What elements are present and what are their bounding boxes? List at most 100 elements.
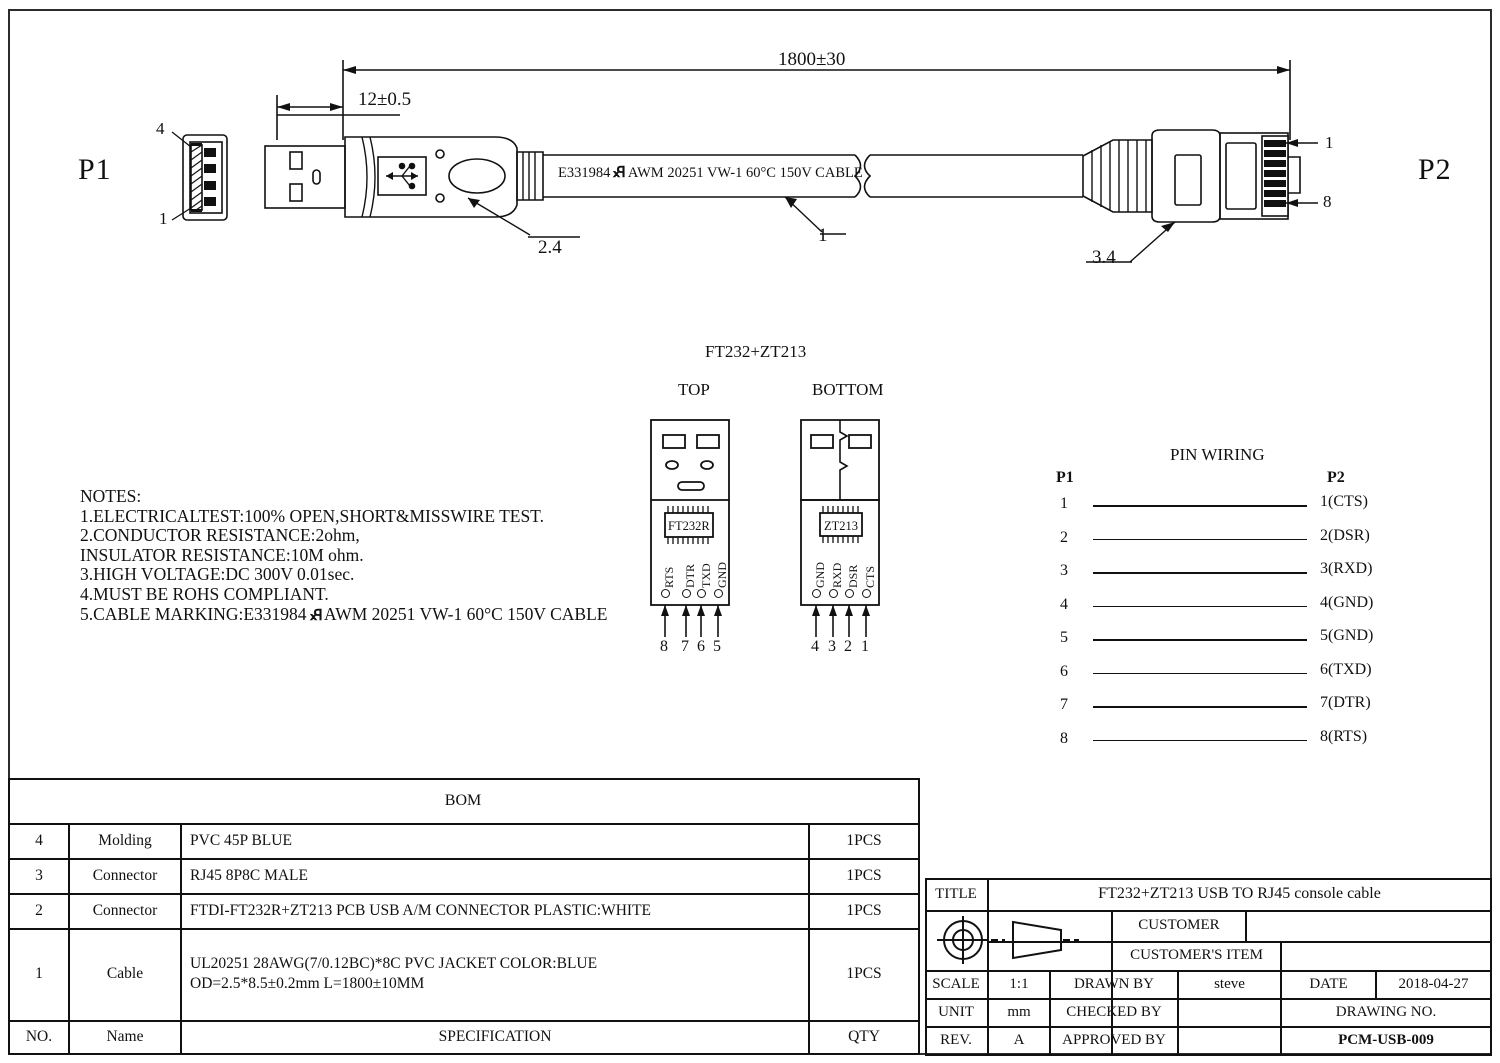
bottom-pin-name-gnd: GND	[813, 562, 827, 588]
pin-wiring-p1-pin: 7	[1060, 696, 1068, 713]
pin-wiring-p2-pin: 8(RTS)	[1320, 727, 1368, 745]
note-item-3: 3.HIGH VOLTAGE:DC 300V 0.01sec.	[80, 564, 355, 585]
drawing-no-value: PCM-USB-009	[1338, 1031, 1434, 1048]
pin-wiring-connection-line	[1093, 605, 1307, 608]
bom-footer-no: NO.	[25, 1027, 53, 1045]
bom-row-qty: 1PCS	[846, 866, 882, 884]
bom-row-qty: 1PCS	[846, 831, 882, 849]
drawn-by-value: steve	[1214, 975, 1245, 992]
bom-row-no: 2	[35, 901, 43, 919]
top-pad-6	[697, 589, 706, 598]
pin-wiring-p1-pin: 1	[1060, 495, 1068, 512]
bottom-pin-name-cts: CTS	[863, 565, 877, 588]
pin-wiring-p2-pin: 3(RXD)	[1320, 560, 1373, 577]
bom-footer-name: Name	[106, 1027, 144, 1045]
title-value: FT232+ZT213 USB TO RJ45 console cable	[1098, 885, 1381, 902]
pcb-bottom-view-label: BOTTOM	[812, 380, 884, 399]
pin-wiring-connection-line	[1093, 505, 1307, 507]
p1-pin1-label: 1	[159, 209, 168, 228]
top-pin-number-5: 5	[713, 638, 721, 655]
title-block: TITLE FT232+ZT213 USB TO RJ45 console ca…	[925, 878, 1492, 1056]
pin-wiring-p1-pin: 5	[1060, 629, 1068, 646]
bom-row-spec-line1: UL20251 28AWG(7/0.12BC)*8C PVC JACKET CO…	[190, 955, 598, 972]
bottom-pad-4	[812, 589, 821, 598]
note-item-2b: INSULATOR RESISTANCE:10M ohm.	[80, 544, 364, 565]
top-pin-name-gnd: GND	[715, 562, 729, 588]
pin-wiring-title: PIN WIRING	[1170, 445, 1265, 464]
pin-wiring-connection-line	[1093, 739, 1307, 742]
top-pin-name-txd: TXD	[699, 563, 713, 588]
date-value: 2018-04-27	[1398, 975, 1469, 992]
bom-row-qty: 1PCS	[846, 901, 882, 919]
bom-row-no: 3	[35, 866, 43, 884]
scale-value: 1:1	[1009, 975, 1029, 992]
pin-wiring-p2-header: P2	[1327, 469, 1345, 486]
pin-wiring-p2-pin: 7(DTR)	[1320, 694, 1371, 711]
customer-item-label: CUSTOMER'S ITEM	[1130, 947, 1263, 963]
customer-value[interactable]	[1247, 910, 1490, 941]
top-pad-7	[682, 589, 691, 598]
pin-wiring-p2-pin: 5(GND)	[1320, 627, 1374, 644]
pcb-section-title: FT232+ZT213	[705, 342, 807, 361]
bom-row-spec: FTDI-FT232R+ZT213 PCB USB A/M CONNECTOR …	[190, 901, 652, 919]
bottom-pad-3	[829, 589, 838, 598]
approved-by-value[interactable]	[1179, 1026, 1280, 1054]
pin-wiring-p1-pin: 3	[1060, 562, 1068, 579]
checked-by-label: CHECKED BY	[1066, 1003, 1162, 1020]
overall-length-dimension: 1800±30	[778, 49, 846, 70]
top-pin-name-dtr: DTR	[683, 564, 697, 588]
callout-usb-overmold: 2.4	[538, 237, 562, 258]
top-pin-name-rts: RTS	[662, 566, 676, 588]
scale-label: SCALE	[932, 975, 980, 992]
top-pad-5	[714, 589, 723, 598]
bom-row-no: 4	[35, 831, 43, 849]
top-pin-number-6: 6	[697, 638, 705, 655]
note-item-4: 4.MUST BE ROHS COMPLIANT.	[80, 583, 329, 604]
bom-row-qty: 1PCS	[846, 965, 882, 982]
bottom-pin-name-rxd: RXD	[830, 562, 844, 588]
drawing-no-label: DRAWING NO.	[1335, 1003, 1437, 1020]
p2-label: P2	[1418, 153, 1452, 186]
bom-row-spec: PVC 45P BLUE	[190, 831, 292, 849]
note-5-pre: 5.CABLE MARKING:E331984	[80, 603, 307, 624]
note-item-2: 2.CONDUCTOR RESISTANCE:2ohm,	[80, 525, 360, 546]
bom-row-spec: RJ45 8P8C MALE	[190, 866, 308, 884]
top-pin-number-7: 7	[681, 638, 689, 655]
customer-item-value[interactable]	[1282, 941, 1490, 970]
note-item-5: 5.CABLE MARKING:E331984℞AWM 20251 VW-1 6…	[80, 603, 608, 627]
p1-pin4-label: 4	[156, 119, 165, 138]
bom-row-name: Cable	[106, 965, 144, 982]
drawn-by-label: DRAWN BY	[1073, 975, 1155, 992]
bottom-pin-number-4: 4	[811, 638, 819, 655]
top-pin-number-8: 8	[660, 638, 668, 655]
callout-cable: 1	[818, 225, 828, 246]
p1-label: P1	[78, 153, 112, 186]
bom-footer-spec: SPECIFICATION	[438, 1027, 552, 1045]
unit-value: mm	[1007, 1003, 1031, 1020]
checked-by-value[interactable]	[1179, 998, 1280, 1026]
p2-pin8-label: 8	[1323, 192, 1332, 211]
pin-wiring-p1-header: P1	[1056, 469, 1074, 486]
bom-row-name: Connector	[92, 866, 158, 884]
notes-heading: NOTES:	[80, 486, 142, 506]
pin-wiring-connection-line	[1093, 672, 1307, 675]
bom-footer-qty: QTY	[848, 1027, 880, 1045]
rev-value: A	[1013, 1031, 1025, 1048]
pin-wiring-p2-pin: 4(GND)	[1320, 593, 1374, 611]
pin-wiring-connection-line	[1093, 706, 1307, 708]
bottom-pad-2	[845, 589, 854, 598]
chip-label-ft232r: FT232R	[668, 519, 710, 533]
pin-wiring-p1-pin: 8	[1060, 729, 1068, 747]
bottom-pin-number-2: 2	[844, 638, 852, 655]
cable-assembly-drawing	[171, 60, 1318, 263]
bom-table: BOM 4 Molding PVC 45P BLUE 1PCS 3 Connec…	[8, 778, 920, 1055]
note-5-post: AWM 20251 VW-1 60°C 150V CABLE	[323, 603, 608, 624]
bom-row-spec-multiline: UL20251 28AWG(7/0.12BC)*8C PVC JACKET CO…	[190, 954, 597, 994]
overmold-length-dimension: 12±0.5	[358, 89, 412, 110]
pin-wiring-p2-pin: 6(TXD)	[1320, 660, 1372, 678]
callout-rj45-molding: 3.4	[1092, 247, 1116, 268]
customer-label: CUSTOMER	[1138, 917, 1220, 933]
cable-marking-post: AWM 20251 VW-1 60°C 150V CABLE	[627, 165, 863, 181]
pin-wiring-connection-line	[1093, 538, 1307, 541]
